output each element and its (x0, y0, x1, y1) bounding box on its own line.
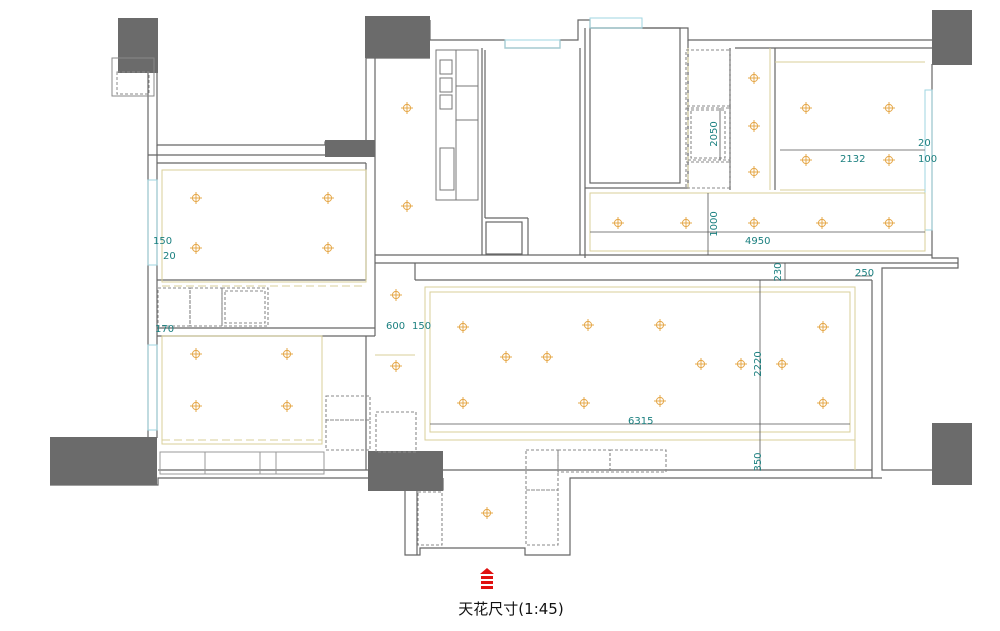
dim-20-top: 20 (918, 138, 931, 149)
dim-170: 170 (155, 324, 174, 335)
ceiling-light-icon (582, 319, 594, 331)
dim-6315: 6315 (628, 416, 653, 427)
ceiling-light-icon (390, 360, 402, 372)
cabinets (157, 49, 731, 546)
ceiling-light-icon (322, 192, 334, 204)
ceiling-light-icon (390, 289, 402, 301)
ceiling-light-icon (541, 351, 553, 363)
ceiling-light-icon (281, 348, 293, 360)
ceiling-light-icon (748, 217, 760, 229)
dim-150-mid: 150 (412, 321, 431, 332)
ceiling-lights (190, 72, 895, 519)
dim-150-left: 150 (153, 236, 172, 247)
ceiling-light-icon (817, 321, 829, 333)
ceiling-light-icon (457, 397, 469, 409)
kitchen-counter (435, 49, 479, 201)
caption: 天花尺寸(1:45) (0, 598, 1000, 619)
ceiling-light-icon (883, 217, 895, 229)
dim-4950: 4950 (745, 236, 770, 247)
ceiling-light-icon (190, 242, 202, 254)
ceiling-light-icon (190, 400, 202, 412)
ceiling-light-icon (817, 397, 829, 409)
dimension-labels: 2050 20 2132 100 1000 4950 150 20 230 25… (153, 121, 937, 471)
dim-100: 100 (918, 154, 937, 165)
ceiling-light-icon (281, 400, 293, 412)
ceiling-light-icon (680, 217, 692, 229)
ceiling-light-icon (735, 358, 747, 370)
ceiling-light-icon (612, 217, 624, 229)
low-cabinets (159, 451, 325, 475)
ceiling-light-icon (190, 192, 202, 204)
ceiling-light-icon (654, 395, 666, 407)
ceiling-light-icon (776, 358, 788, 370)
windows (147, 17, 933, 431)
ceiling-light-icon (695, 358, 707, 370)
ceiling-light-icon (883, 154, 895, 166)
ceiling-light-icon (748, 120, 760, 132)
dim-20-left: 20 (163, 251, 176, 262)
ceiling-light-icon (401, 102, 413, 114)
ceiling-light-icon (816, 217, 828, 229)
ceiling-light-icon (500, 351, 512, 363)
dimension-lines (430, 108, 925, 470)
dim-1000: 1000 (709, 211, 720, 236)
dim-2050: 2050 (709, 121, 720, 146)
ceiling-light-icon (800, 102, 812, 114)
ceiling-light-icon (401, 200, 413, 212)
ceiling-light-icon (748, 166, 760, 178)
dim-350: 350 (753, 452, 764, 471)
dim-230: 230 (773, 262, 784, 281)
structural-columns (50, 10, 972, 491)
dim-250: 250 (855, 268, 874, 279)
ceiling-light-icon (481, 507, 493, 519)
ceiling-light-icon (654, 319, 666, 331)
ceiling-light-icon (800, 154, 812, 166)
ceiling-light-icon (322, 242, 334, 254)
ceiling-light-icon (457, 321, 469, 333)
balcony-fixture (111, 57, 155, 97)
dim-2132: 2132 (840, 154, 865, 165)
drawing-title: 天花尺寸(1:45) (458, 600, 564, 618)
ceiling-light-icon (748, 72, 760, 84)
north-arrow-icon (480, 568, 494, 589)
ceiling-light-icon (578, 397, 590, 409)
dim-600: 600 (386, 321, 405, 332)
ceiling-outlines (161, 48, 926, 470)
dim-2220: 2220 (753, 351, 764, 376)
ceiling-light-icon (883, 102, 895, 114)
ceiling-light-icon (190, 348, 202, 360)
